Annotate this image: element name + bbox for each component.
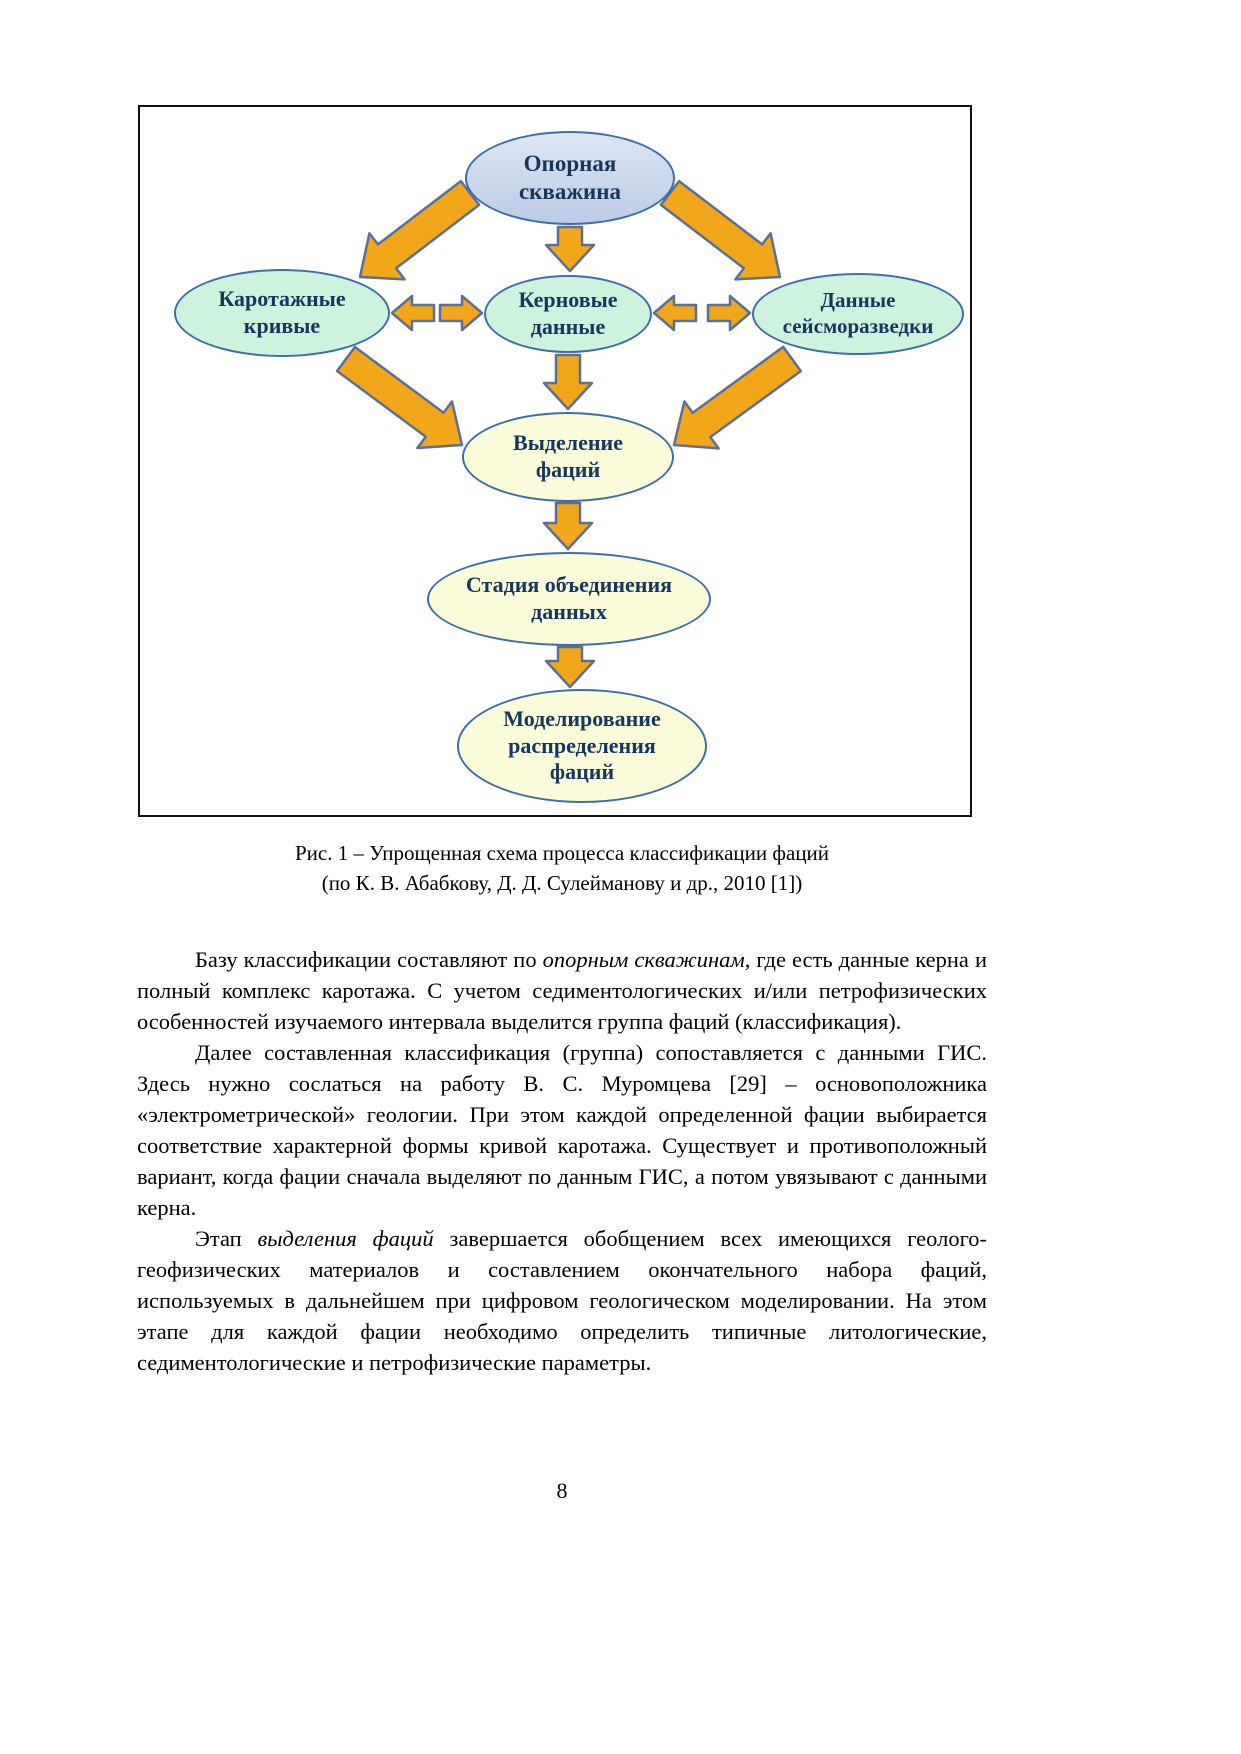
paragraph-1: Базу классификации составляют по опорным… (137, 947, 987, 1034)
arrow-kernovye-to-karotazhnye-icon (390, 294, 436, 332)
arrow-karotazhnye-to-kernovye-icon (438, 294, 484, 332)
arrow-seismic-to-vydelenie-icon (672, 345, 803, 450)
node-stadiya-obedineniya-dannykh: Стадия объединения данных (427, 552, 711, 646)
figure-caption: Рис. 1 – Упрощенная схема процесса класс… (137, 838, 987, 898)
arrow-opornaya-to-kernovye-icon (544, 225, 596, 273)
node-vydelenie-fatsiy: Выделение фаций (462, 412, 674, 502)
diagram-arrows (335, 179, 803, 689)
arrow-seismic-to-kernovye-icon (652, 294, 698, 332)
node-dannye-seismorazvedki: Данные сейсморазведки (752, 273, 964, 355)
node-opornaya-skvazhina: Опорная скважина (465, 131, 675, 225)
arrow-opornaya-to-seismic-icon (659, 179, 782, 281)
figure-diagram: Опорная скважина Каротажные кривые Керно… (138, 105, 972, 817)
node-kernovye-dannye: Керновые данные (484, 275, 652, 353)
figure-caption-line1: Рис. 1 – Упрощенная схема процесса класс… (294, 841, 830, 865)
node-modelirovanie-raspredeleniya-fatsiy: Моделирование распределения фаций (457, 689, 707, 803)
arrow-vydelenie-to-stadiya-icon (542, 501, 594, 551)
figure-caption-line2: (по К. В. Абабкову, Д. Д. Сулейманову и … (321, 871, 803, 895)
body-text: Базу классификации составляют по опорным… (137, 944, 987, 1378)
paragraph-3: Этап выделения фаций завершается обобщен… (137, 1226, 987, 1375)
arrow-opornaya-to-karotazhnye-icon (358, 179, 481, 281)
arrow-kernovye-to-seismic-icon (706, 294, 752, 332)
paragraph-2: Далее составленная классификация (группа… (137, 1040, 987, 1220)
arrow-kernovye-to-vydelenie-icon (542, 353, 594, 411)
arrow-karotazhnye-to-vydelenie-icon (335, 345, 464, 450)
page-number: 8 (556, 1478, 568, 1503)
node-karotazhnye-krivye: Каротажные кривые (174, 269, 390, 357)
arrow-stadiya-to-modelirovanie-icon (544, 645, 596, 689)
